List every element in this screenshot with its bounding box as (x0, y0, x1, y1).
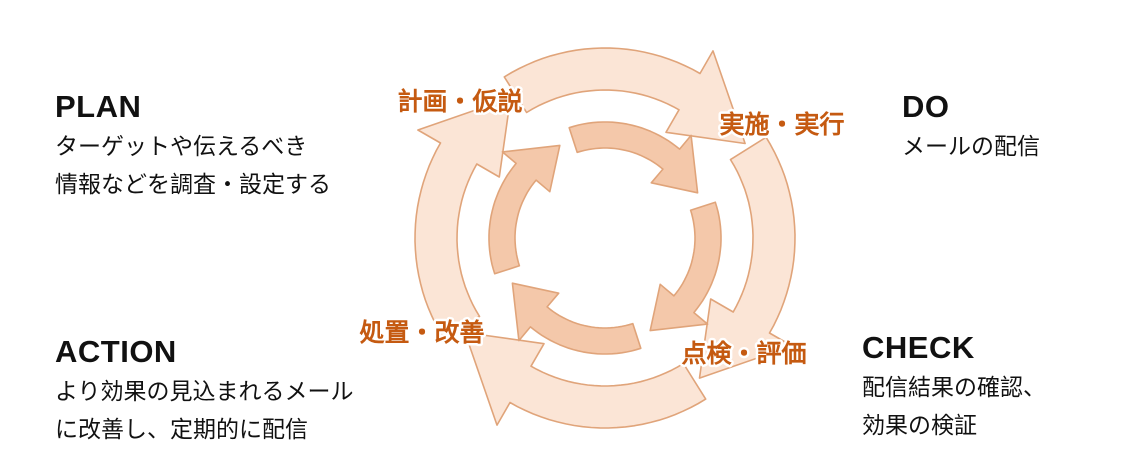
action-title: ACTION (55, 334, 177, 369)
outer-arrow-4 (464, 331, 707, 429)
phase-label-plan: 計画・仮説 (397, 87, 522, 116)
plan-description-line: ターゲットや伝えるべき (55, 134, 308, 160)
outer-arrow-3 (698, 136, 796, 379)
do-block: DO メールの配信 (902, 90, 1040, 166)
inner-arrow-1 (488, 144, 561, 275)
inner-arrow-2 (568, 121, 699, 194)
check-description-line: 効果の検証 (862, 413, 977, 439)
check-block: CHECK 配信結果の確認、 効果の検証 (862, 331, 1046, 445)
action-description-line: より効果の見込まれるメール (55, 379, 354, 405)
phase-label-check: 点検・評価 (681, 339, 806, 368)
action-description: より効果の見込まれるメール に改善し、定期的に配信 (55, 373, 354, 449)
check-description-line: 配信結果の確認、 (862, 375, 1046, 401)
plan-description-line: 情報などを調査・設定する (55, 172, 331, 198)
phase-label-do: 実施・実行 (719, 110, 844, 139)
action-description-line: に改善し、定期的に配信 (55, 417, 308, 443)
check-title: CHECK (862, 330, 975, 365)
inner-arrow-3 (649, 201, 722, 332)
outer-arrow-2 (503, 47, 746, 145)
plan-title: PLAN (55, 89, 142, 124)
phase-label-action: 処置・改善 (359, 318, 484, 347)
plan-block: PLAN ターゲットや伝えるべき 情報などを調査・設定する (55, 90, 331, 204)
do-description: メールの配信 (902, 128, 1040, 166)
do-description-line: メールの配信 (902, 134, 1040, 160)
inner-arrow-4 (511, 282, 642, 355)
outer-arrow-1 (414, 97, 512, 340)
outer-cycle-arrows (414, 47, 796, 429)
plan-description: ターゲットや伝えるべき 情報などを調査・設定する (55, 128, 331, 204)
action-block: ACTION より効果の見込まれるメール に改善し、定期的に配信 (55, 335, 354, 449)
do-title: DO (902, 89, 950, 124)
inner-cycle-arrows (488, 121, 722, 355)
check-description: 配信結果の確認、 効果の検証 (862, 369, 1046, 445)
